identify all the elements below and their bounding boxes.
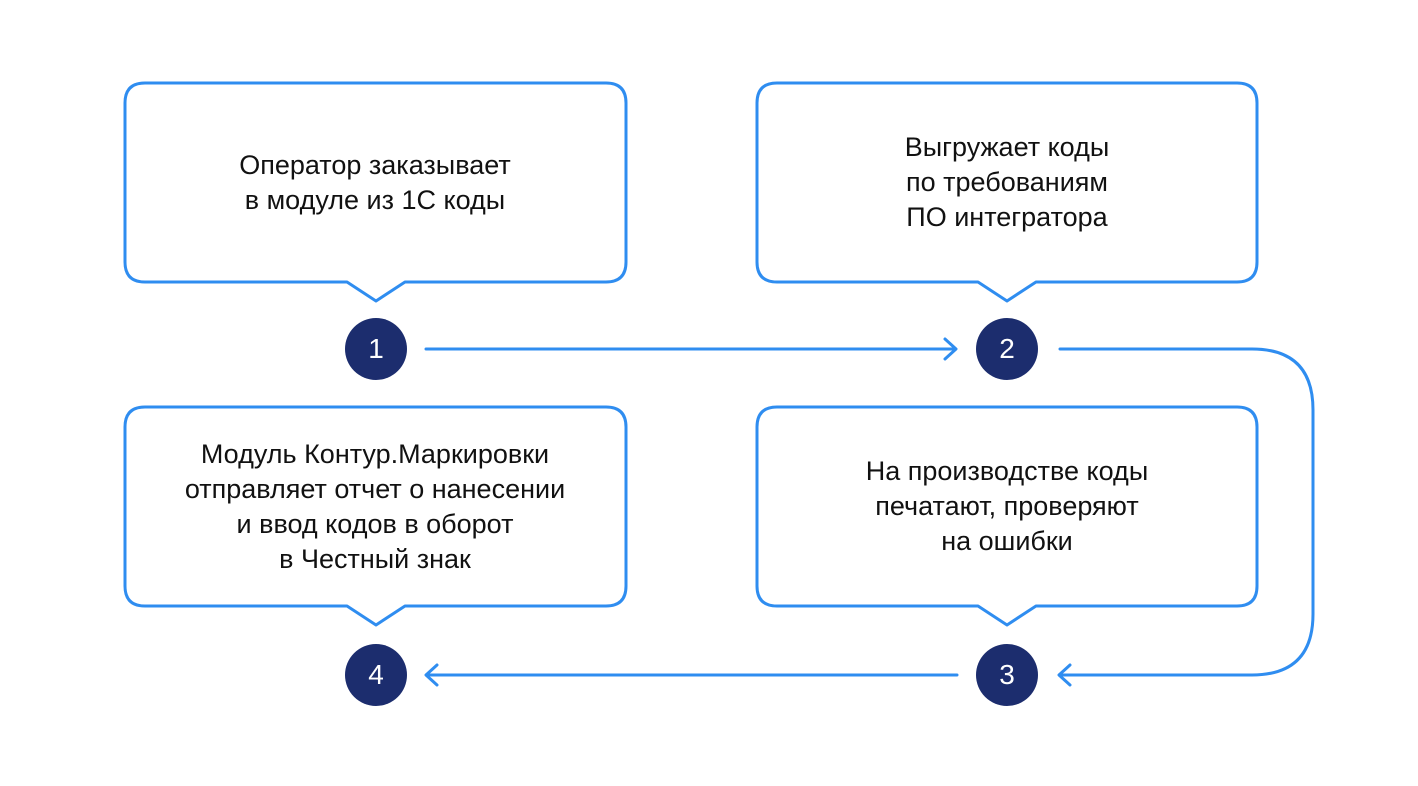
arrow-1-to-2-head: [943, 337, 958, 361]
step-2-label: Выгружает коды по требованиям ПО интегра…: [904, 132, 1110, 232]
step-3-number: 3: [976, 644, 1038, 706]
step-1-number: 1: [345, 318, 407, 380]
step-3-text: На производстве коды печатают, проверяют…: [757, 407, 1257, 606]
arrow-3-to-4-head: [424, 663, 439, 687]
step-4-number: 4: [345, 644, 407, 706]
step-3-label: На производстве коды печатают, проверяют…: [865, 456, 1149, 556]
step-4-box: [123, 405, 628, 627]
connector-2-to-3: [1058, 347, 1315, 677]
step-2-box: [755, 81, 1259, 303]
step-1-text: Оператор заказывает в модуле из 1С коды: [125, 83, 625, 282]
connector-2-to-3-head: [1057, 663, 1072, 687]
step-1-label: Оператор заказывает в модуле из 1С коды: [239, 149, 511, 215]
step-3-box: [755, 405, 1259, 627]
step-2-text: Выгружает коды по требованиям ПО интегра…: [757, 83, 1257, 282]
step-2-number: 2: [976, 318, 1038, 380]
step-1-box: [123, 81, 628, 303]
step-4-label: Модуль Контур.Маркировки отправляет отче…: [184, 438, 566, 574]
step-4-text: Модуль Контур.Маркировки отправляет отче…: [125, 407, 625, 606]
